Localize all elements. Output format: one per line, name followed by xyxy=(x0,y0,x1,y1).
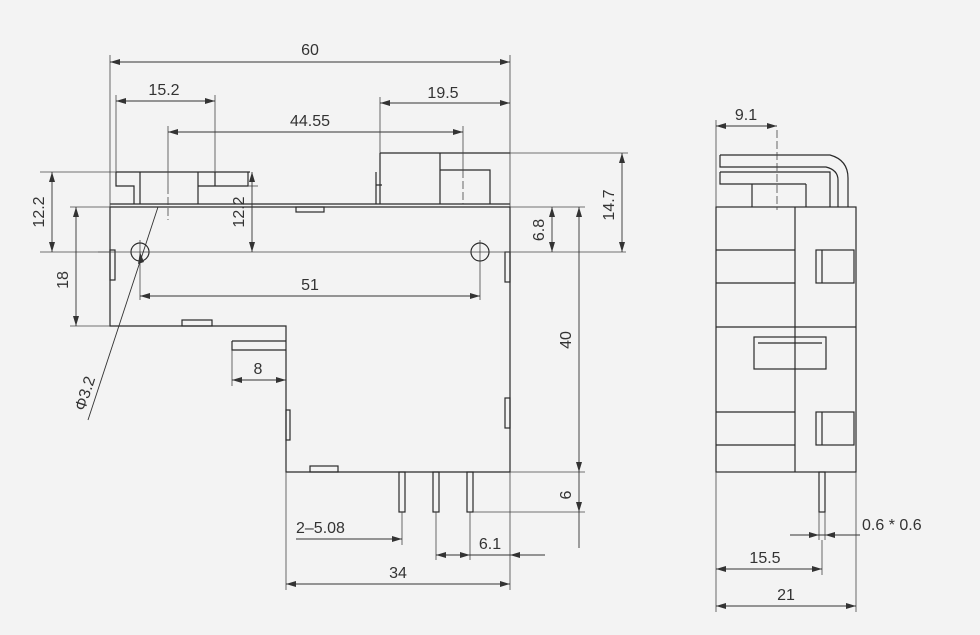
dim-hole-to-term: 44.55 xyxy=(290,113,330,130)
dim-right-height: 14.7 xyxy=(601,189,618,220)
top-small-tab xyxy=(295,206,325,213)
dim-pin-offset: 6.1 xyxy=(479,536,501,553)
side-clip-bottom xyxy=(815,411,855,446)
dim-body-height: 40 xyxy=(558,331,575,349)
dim-pin-pitch: 2–5.08 xyxy=(296,520,345,537)
pin-1 xyxy=(398,471,406,513)
dim-tab-height: 12.2 xyxy=(231,196,248,227)
dim-left-tab-width: 15.2 xyxy=(148,82,179,99)
front-dimensions: 60 15.2 44.55 19.5 12.2 12.2 xyxy=(31,42,628,590)
step-ledge xyxy=(231,340,286,351)
side-dimensions: 9.1 0.6 * 0.6 15.5 21 xyxy=(715,107,922,612)
dim-pin-length: 6 xyxy=(558,490,575,499)
side-tab-right2 xyxy=(504,397,511,429)
dim-side-width: 21 xyxy=(777,587,795,604)
bottom-small-tab xyxy=(309,465,339,473)
dim-left-height: 12.2 xyxy=(31,196,48,227)
pin-3 xyxy=(466,471,474,513)
side-tab-right xyxy=(504,251,511,283)
dim-right-block: 19.5 xyxy=(427,85,458,102)
side-pin xyxy=(818,471,826,513)
side-top-terminal xyxy=(719,154,849,207)
pin-2 xyxy=(432,471,440,513)
side-clip-mid xyxy=(753,336,827,370)
dim-hole-spacing: 51 xyxy=(301,277,319,294)
side-tab-step xyxy=(285,409,291,441)
side-tab-left xyxy=(109,249,116,281)
side-body-outline xyxy=(715,206,857,473)
side-view xyxy=(715,130,857,513)
left-tab xyxy=(115,171,250,204)
dim-overall-width: 60 xyxy=(301,42,319,59)
dim-mount-height: 18 xyxy=(55,271,72,289)
dim-hole-dia: Φ3.2 xyxy=(72,374,99,413)
side-clip-top xyxy=(815,249,855,284)
dim-pin-size: 0.6 * 0.6 xyxy=(862,517,922,534)
dim-side-top-offset: 9.1 xyxy=(735,107,757,124)
dim-hole-offset: 6.8 xyxy=(531,219,548,241)
right-top-block xyxy=(375,152,510,204)
step-small-tab xyxy=(181,319,213,327)
dim-step-width: 8 xyxy=(254,361,263,378)
front-body-outline xyxy=(109,206,511,473)
dim-side-pin-offset: 15.5 xyxy=(749,550,780,567)
dim-bottom-width: 34 xyxy=(389,565,407,582)
